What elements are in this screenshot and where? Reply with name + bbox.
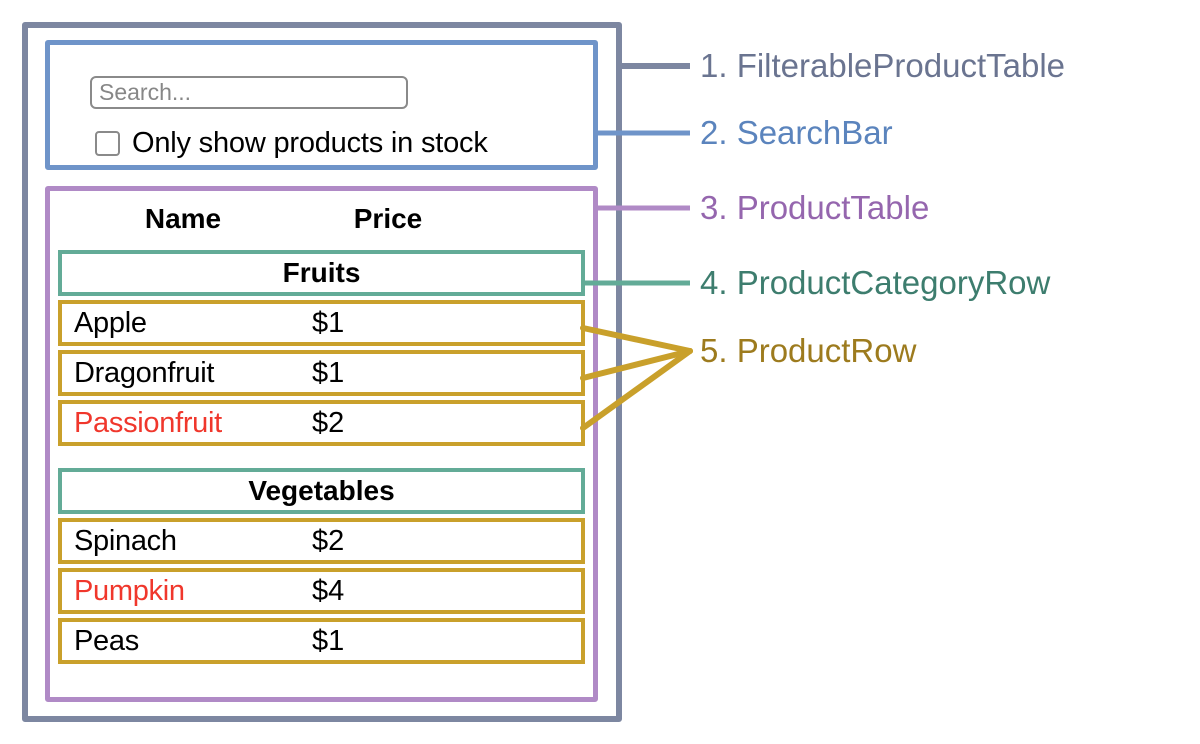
annotation-label-product-table: 3. ProductTable — [700, 189, 930, 226]
product-row: Pumpkin $4 — [58, 568, 585, 614]
product-category-label: Fruits — [282, 257, 361, 288]
product-name: Apple — [74, 306, 147, 339]
product-category-row: Vegetables — [58, 468, 585, 514]
product-table-body: Fruits Apple $1 Dragonfruit $1 Passionfr… — [58, 250, 585, 668]
product-name: Peas — [74, 624, 139, 657]
column-header-price: Price — [353, 203, 423, 234]
stock-filter-label: Only show products in stock — [132, 126, 488, 159]
product-table-header: Name Price — [58, 196, 585, 242]
product-row: Dragonfruit $1 — [58, 350, 585, 396]
product-price: $2 — [312, 524, 345, 557]
product-row: Peas $1 — [58, 618, 585, 664]
product-name: Dragonfruit — [74, 356, 215, 389]
annotation-label-product-row: 5. ProductRow — [700, 332, 917, 369]
product-price: $4 — [312, 574, 345, 607]
stock-filter-checkbox[interactable] — [95, 130, 120, 156]
product-category-row: Fruits — [58, 250, 585, 296]
product-price: $1 — [312, 624, 345, 657]
product-row: Spinach $2 — [58, 518, 585, 564]
product-price: $2 — [312, 406, 345, 439]
product-name: Pumpkin — [74, 574, 185, 607]
search-bar-boundary — [45, 40, 598, 170]
annotation-label-product-category-row: 4. ProductCategoryRow — [700, 264, 1051, 301]
column-header-name: Name — [144, 203, 222, 234]
product-name: Passionfruit — [74, 406, 222, 439]
product-price: $1 — [312, 306, 345, 339]
product-name: Spinach — [74, 524, 177, 557]
product-price: $1 — [312, 356, 345, 389]
search-input[interactable] — [90, 76, 408, 109]
annotation-label-filterable-product-table: 1. FilterableProductTable — [700, 47, 1066, 84]
annotation-label-search-bar: 2. SearchBar — [700, 114, 893, 151]
product-table-boundary — [45, 186, 598, 702]
product-row: Apple $1 — [58, 300, 585, 346]
product-category-label: Vegetables — [248, 475, 395, 506]
product-row: Passionfruit $2 — [58, 400, 585, 446]
stock-filter-row[interactable]: Only show products in stock — [95, 126, 488, 160]
